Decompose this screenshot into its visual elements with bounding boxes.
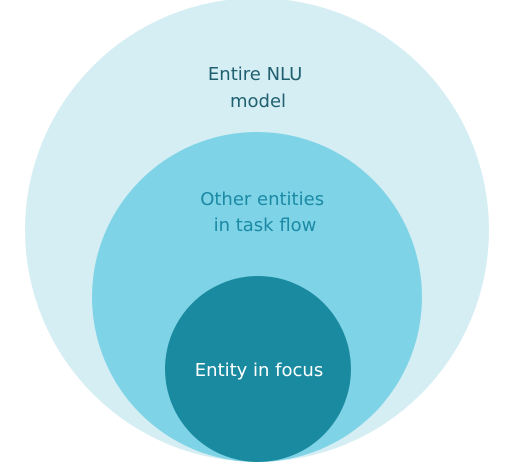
inner-circle-entity-in-focus — [165, 276, 351, 462]
middle-label-line-1: Other entities — [200, 189, 324, 210]
outer-label-line-2: model — [230, 91, 286, 112]
middle-label: Other entities in task flow — [200, 189, 330, 236]
outer-label-line-1: Entire NLU — [208, 64, 302, 85]
inner-label-line-1: Entity in focus — [195, 360, 323, 381]
inner-label: Entity in focus — [195, 360, 323, 381]
outer-label: Entire NLU model — [208, 64, 308, 112]
middle-label-line-2: in task flow — [214, 215, 317, 236]
